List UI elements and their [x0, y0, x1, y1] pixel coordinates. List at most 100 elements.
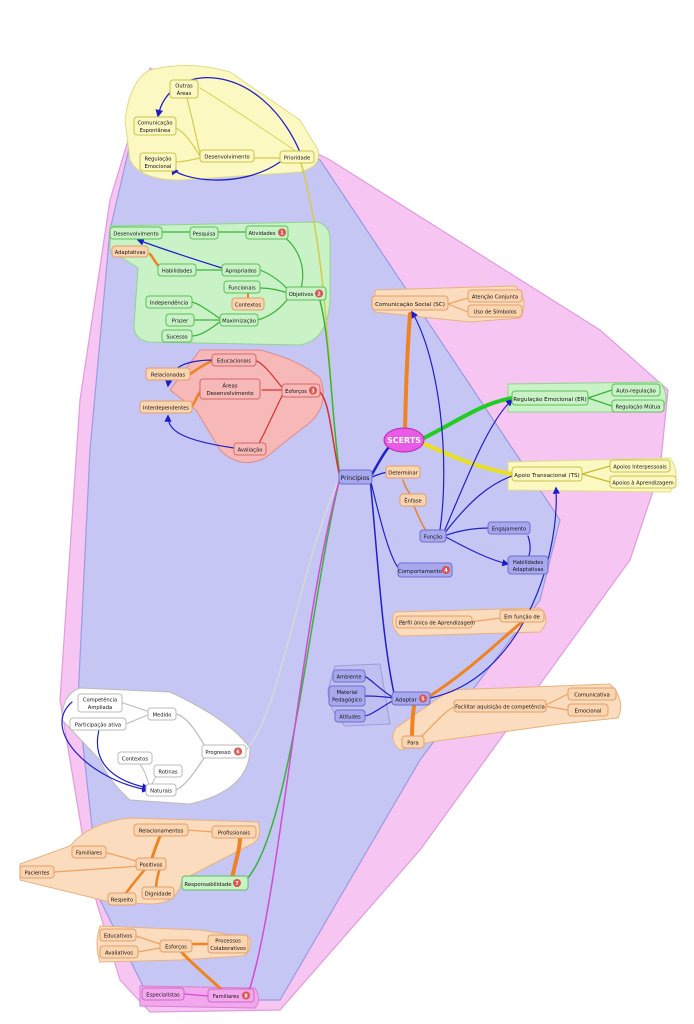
white-region [61, 687, 251, 805]
regulacao-emocional-node[interactable]: Regulação Emocional [139, 152, 177, 172]
comunicacao-esp-label-1: Comunicação [137, 121, 172, 127]
funcionais-node[interactable]: Funcionais [223, 280, 261, 294]
emocional-node[interactable]: Emocional [567, 703, 609, 717]
comportamento-node[interactable]: Comportamento 4 [397, 562, 453, 578]
link-part-naturais-arrow [96, 725, 150, 791]
link-er-auto [587, 389, 613, 399]
sucesso-node[interactable]: Sucesso [161, 329, 193, 343]
outras-label-1: Outras [175, 84, 193, 90]
esforcos-red-label: Esforços [285, 389, 307, 395]
habilidades-adaptativas-node[interactable]: Habilidades Adaptativas [507, 555, 549, 575]
respeito-node[interactable]: Respeito [107, 892, 137, 906]
link-funcao-er [443, 399, 514, 533]
atencao-conjunta-node[interactable]: Atenção Conjunta [467, 289, 523, 303]
areas-desenvolvimento-node[interactable]: Áreas Desenvolvimento [199, 378, 261, 400]
atitudes-node[interactable]: Atitudes [334, 709, 366, 723]
contextos-green-node[interactable]: Contextos [231, 297, 265, 311]
avaliacao-label: Avaliação [238, 448, 263, 454]
responsabilidade-node[interactable]: Responsabilidade 7 [181, 875, 249, 891]
em-funcao-de-label: Em função de [504, 615, 540, 621]
funcao-node[interactable]: Função [419, 529, 447, 543]
esforcos-orange-node[interactable]: Esforços [159, 939, 193, 953]
uso-simbolos-node[interactable]: Uso de Símbolos [467, 304, 523, 318]
relacionamentos-node[interactable]: Relacionamentos [133, 823, 189, 837]
prazer-node[interactable]: Prazer [165, 313, 195, 327]
link-ts-interp [581, 465, 611, 475]
contextos-white-node[interactable]: Contextos [117, 751, 153, 765]
desenvolvimento-green-node[interactable]: Desenvolvimento [109, 226, 163, 240]
independencia-node[interactable]: Independência [145, 295, 193, 309]
adaptativas-node[interactable]: Adaptativas [111, 245, 149, 258]
prioridade-node[interactable]: Prioridade [279, 150, 315, 164]
positivos-node[interactable]: Positivos [135, 857, 167, 871]
link-principios-familiares [247, 477, 341, 995]
enfase-node[interactable]: Ênfase [399, 493, 427, 507]
esforcos-red-node[interactable]: Esforços 3 [281, 383, 321, 398]
profissionais-node[interactable]: Profissionais [211, 825, 257, 839]
link-esforcos-avaliativos [137, 947, 161, 953]
especialistas-node[interactable]: Especialistas [141, 987, 185, 1001]
atividades-node[interactable]: Atividades 1 [245, 225, 289, 240]
educativos-node[interactable]: Educativos [99, 928, 137, 942]
dignidade-node[interactable]: Dignidade [141, 886, 175, 900]
badge-esforcos-number: 3 [311, 389, 315, 395]
determinar-node[interactable]: Determinar [385, 465, 421, 479]
para-node[interactable]: Para [401, 735, 425, 749]
pesquisa-node[interactable]: Pesquisa [189, 226, 219, 240]
link-sc-us [447, 303, 469, 313]
avaliativos-node[interactable]: Avaliativos [99, 945, 139, 959]
participacao-ativa-node[interactable]: Participação ativa [69, 717, 127, 731]
desenvolvimento-yellow-node[interactable]: Desenvolvimento [199, 149, 255, 163]
apropriados-node[interactable]: Apropriados [221, 263, 261, 277]
principios-node[interactable]: Princípios [338, 469, 373, 485]
habilidades-node[interactable]: Habilidades [157, 263, 197, 277]
red-region [169, 349, 324, 463]
apoios-interpessoais-node[interactable]: Apoios Interpessoais [609, 459, 671, 473]
progresso-node[interactable]: Progresso 6 [201, 744, 247, 759]
apoios-aprendizagem-node[interactable]: Apoios à Aprendizagem [609, 475, 677, 489]
em-funcao-de-node[interactable]: Em função de [499, 609, 545, 623]
perfil-unico-node[interactable]: ☐ Perfil único de Aprendizagem [395, 615, 475, 629]
link-adaptar-atitudes [363, 699, 395, 717]
adaptar-node[interactable]: Adaptar 5 [391, 691, 431, 706]
material-pedagogico-node[interactable]: Material Pedagógico [328, 685, 366, 707]
link-prioridade-outras [199, 87, 301, 155]
badge-adaptar-number: 5 [421, 697, 425, 703]
scerts-node[interactable]: SCERTS [383, 427, 425, 453]
regulacao-emocional-er-node[interactable]: Regulação Emocional (ER) [511, 390, 589, 406]
educacionais-label: Educacionais [217, 359, 251, 365]
facilitar-label: Facilitar aquisição de competência [455, 704, 545, 711]
apoio-transacional-node[interactable]: Apoio Transacional (TS) [511, 466, 583, 482]
relacionadas-node[interactable]: Relacionadas [145, 367, 191, 381]
processos-colaborativos-node[interactable]: Processos Colaborativos [207, 934, 249, 954]
regulacao-mutua-node[interactable]: Regulação Mútua [611, 399, 665, 413]
interdependentes-node[interactable]: Interdependentes [139, 400, 193, 414]
comunicativa-node[interactable]: Comunicativa [567, 687, 617, 701]
avaliacao-node[interactable]: Avaliação [233, 442, 267, 456]
comunicacao-espontanea-node[interactable]: Comunicação Espontânea [133, 116, 177, 136]
familiares-orange-node[interactable]: Familiares [71, 845, 107, 859]
link-areas-interdep [190, 390, 202, 408]
principios-label: Princípios [341, 475, 370, 482]
naturais-label: Naturais [150, 789, 172, 795]
objetivos-node[interactable]: Objetivos 2 [285, 286, 327, 301]
desenvolvimento-yellow-label: Desenvolvimento [204, 155, 249, 161]
comunicacao-social-node[interactable]: Comunicação Social (SC) [371, 295, 449, 311]
competencia-ampliada-node[interactable]: Competência Ampliada [77, 693, 123, 713]
rotinas-label: Rotinas [158, 770, 177, 776]
rotinas-node[interactable]: Rotinas [153, 764, 183, 778]
educacionais-node[interactable]: Educacionais [211, 353, 257, 367]
auto-regulacao-node[interactable]: Auto-regulação [611, 383, 661, 397]
familiares-pink-node[interactable]: Familiares 8 [207, 988, 255, 1003]
responsabilidade-label: Responsabilidade [184, 882, 232, 888]
medido-node[interactable]: Medido [147, 707, 177, 721]
pacientes-label: Pacientes [25, 871, 50, 877]
facilitar-node[interactable]: Facilitar aquisição de competência [453, 699, 547, 713]
maximizacao-node[interactable]: Maximização [219, 313, 259, 327]
outras-areas-node[interactable]: Outras Áreas [169, 79, 199, 99]
engajamento-node[interactable]: Engajamento [487, 521, 531, 535]
naturais-node[interactable]: Naturais [145, 783, 177, 797]
ambiente-node[interactable]: Ambiente [332, 669, 366, 683]
link-principios-objetivos [317, 293, 341, 479]
pacientes-node[interactable]: Pacientes [19, 865, 55, 879]
